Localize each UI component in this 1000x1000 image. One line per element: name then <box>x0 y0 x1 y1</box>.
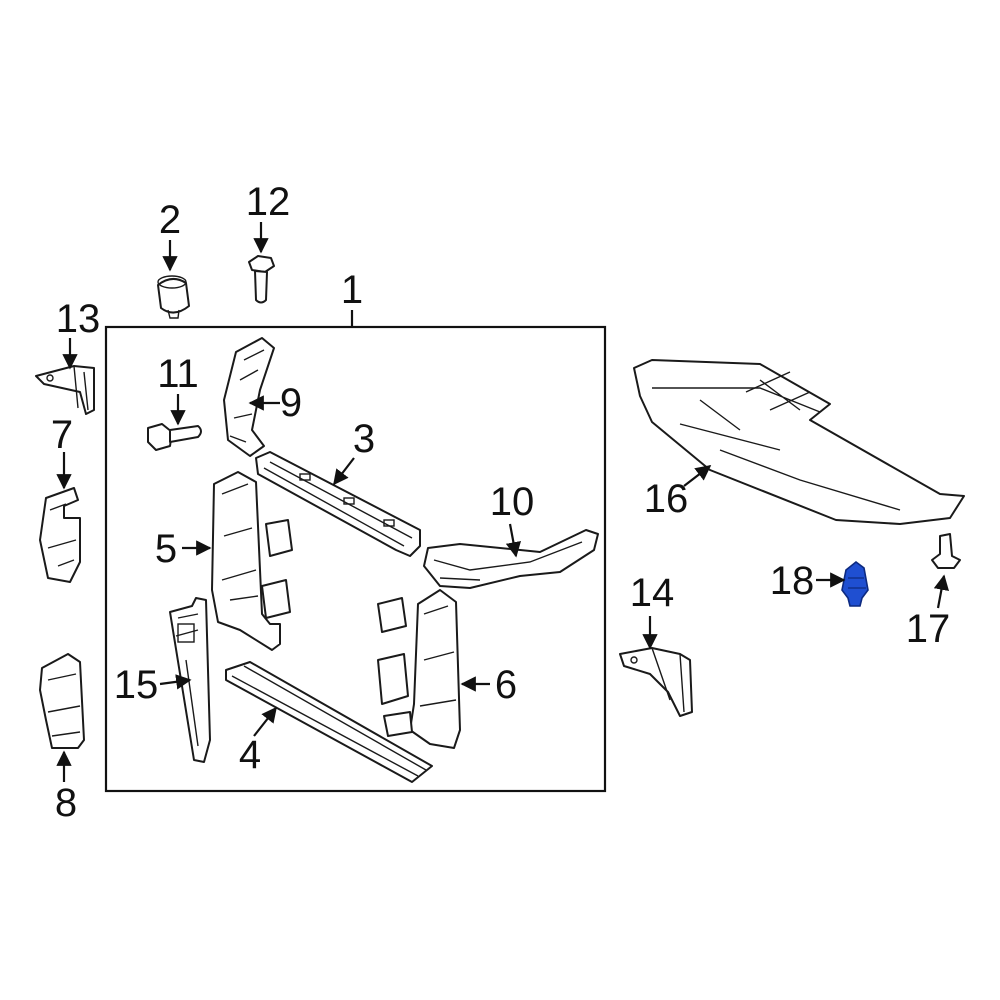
part-6-right-support[interactable] <box>377 589 461 749</box>
part-7-bracket[interactable] <box>39 487 81 583</box>
callout-3[interactable]: 3 <box>353 417 375 461</box>
callout-17[interactable]: 17 <box>906 607 951 651</box>
callout-7[interactable]: 7 <box>51 413 73 457</box>
callout-10[interactable]: 10 <box>490 480 535 524</box>
part-9-support[interactable] <box>223 337 275 457</box>
part-10-cross-member[interactable] <box>423 529 599 589</box>
part-4-lower-tie-bar[interactable] <box>225 661 433 783</box>
part-16-under-cover[interactable] <box>633 359 965 525</box>
callout-1[interactable]: 1 <box>341 268 363 312</box>
callout-16[interactable]: 16 <box>644 477 689 521</box>
part-13-bracket[interactable] <box>35 365 95 415</box>
callout-5[interactable]: 5 <box>155 527 177 571</box>
part-5-left-support[interactable] <box>211 471 293 651</box>
callout-11[interactable]: 11 <box>157 352 199 396</box>
part-12-bolt[interactable] <box>248 255 275 304</box>
callout-8[interactable]: 8 <box>55 781 77 825</box>
callout-15[interactable]: 15 <box>114 663 159 707</box>
callout-6[interactable]: 6 <box>495 663 517 707</box>
callout-18[interactable]: 18 <box>770 559 815 603</box>
part-17-bolt[interactable] <box>931 533 961 569</box>
part-8-bracket[interactable] <box>39 653 85 749</box>
part-11-bolt[interactable] <box>147 423 202 451</box>
part-2-cushion[interactable] <box>157 275 190 319</box>
callout-4[interactable]: 4 <box>239 733 261 777</box>
callout-2[interactable]: 2 <box>159 198 181 242</box>
callout-13[interactable]: 13 <box>56 297 101 341</box>
part-14-bracket[interactable] <box>619 647 693 717</box>
part-3-upper-tie-bar[interactable] <box>255 451 421 557</box>
group-frame <box>104 325 607 793</box>
part-18-clip[interactable] <box>841 560 869 607</box>
callout-9[interactable]: 9 <box>280 381 302 425</box>
callout-12[interactable]: 12 <box>246 180 291 224</box>
callout-14[interactable]: 14 <box>630 571 675 615</box>
